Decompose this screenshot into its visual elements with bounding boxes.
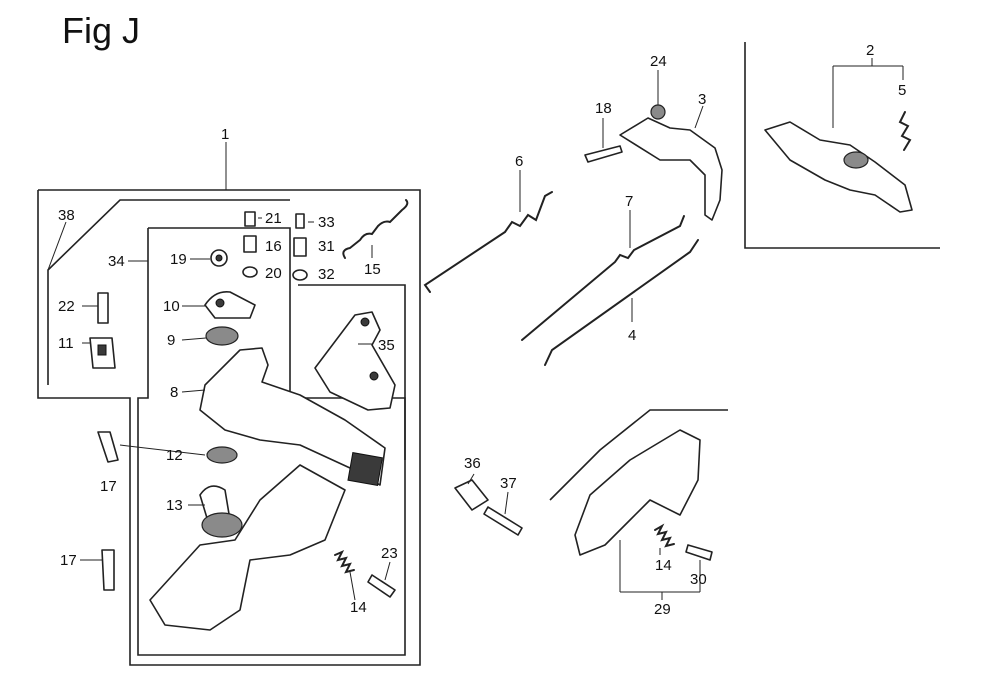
part-31-bushing [293,237,307,257]
callout-18: 18 [595,100,612,117]
part-24-nut [650,104,666,120]
part-16-bushing [243,235,257,253]
assembly-frames [37,42,940,666]
frame-detail-29 [549,409,728,501]
part-10-hole [215,298,225,308]
part-17-bolt-upper [97,431,119,463]
callout-14-left: 14 [350,599,367,616]
callouts: 1 38 34 19 21 16 20 33 31 32 15 22 10 9 … [58,42,906,618]
part-14-spring [334,550,355,574]
callout-21: 21 [265,210,282,227]
part-13-boss [201,512,243,538]
callout-34: 34 [108,253,125,270]
callout-20: 20 [265,265,282,282]
part-8-control-plate [199,347,386,486]
part-18-screw [584,145,623,163]
part-35-hole-a [360,317,370,327]
callout-22: 22 [58,298,75,315]
part-9-washer [205,326,239,346]
frame-assembly-34 [137,227,406,656]
callout-4: 4 [628,327,636,344]
callout-35: 35 [378,337,395,354]
part-35-bracket [314,311,396,411]
part-14-spring-detail [654,523,675,548]
callout-30: 30 [690,571,707,588]
callout-36: 36 [464,455,481,472]
callout-31: 31 [318,238,335,255]
callout-17-lower: 17 [60,552,77,569]
part-10-lever [204,290,256,319]
part-12-washer [206,446,238,464]
callout-5: 5 [898,82,906,99]
parts-art [89,104,913,631]
part-3-linkage [619,117,723,221]
callout-19: 19 [170,251,187,268]
frame-detail-2 [744,42,940,249]
part-30-bolt [685,544,713,561]
part-29-bracket [574,429,701,556]
part-4-rod [544,239,699,366]
part-8-slot [347,452,383,486]
figure-title: Fig J [62,10,141,51]
part-11-slot [97,344,107,356]
part-17-bolt-lower [101,549,115,591]
part-35-hole-b [369,371,379,381]
callout-16: 16 [265,238,282,255]
callout-6: 6 [515,153,523,170]
part-20-clip [242,266,258,278]
part-22-bolt [97,292,109,324]
part-33-screw [295,213,305,229]
part-5-spring [898,111,912,151]
callout-15: 15 [364,261,381,278]
part-23-bolt [367,574,396,598]
part-6-rod [423,191,553,293]
callout-7: 7 [625,193,633,210]
part-2-lever-assembly [764,121,913,213]
callout-38: 38 [58,207,75,224]
callout-23: 23 [381,545,398,562]
callout-33: 33 [318,214,335,231]
callout-2: 2 [866,42,874,59]
callout-37: 37 [500,475,517,492]
part-19-hole [215,254,223,262]
part-15-spring [342,199,409,259]
callout-3: 3 [698,91,706,108]
callout-8: 8 [170,384,178,401]
frame-sub-box [298,284,406,460]
callout-32: 32 [318,266,335,283]
callout-24: 24 [650,53,667,70]
part-2-hub [843,151,869,169]
callout-1: 1 [221,126,229,143]
leader-lines [47,58,904,601]
callout-12: 12 [166,447,183,464]
frame-assembly-38-diagonal [47,199,290,385]
callout-13: 13 [166,497,183,514]
frame-assembly-1 [37,189,421,666]
part-32-clip [292,269,308,281]
callout-10: 10 [163,298,180,315]
part-21-screw [244,211,256,227]
part-13-base-bracket [149,464,346,631]
part-37-bolt [483,506,523,536]
part-36-sleeve [454,479,489,511]
callout-17-upper: 17 [100,478,117,495]
callout-29: 29 [654,601,671,618]
part-7-rod [521,215,685,341]
callout-11: 11 [58,335,74,352]
callout-14-right: 14 [655,557,672,574]
callout-9: 9 [167,332,175,349]
